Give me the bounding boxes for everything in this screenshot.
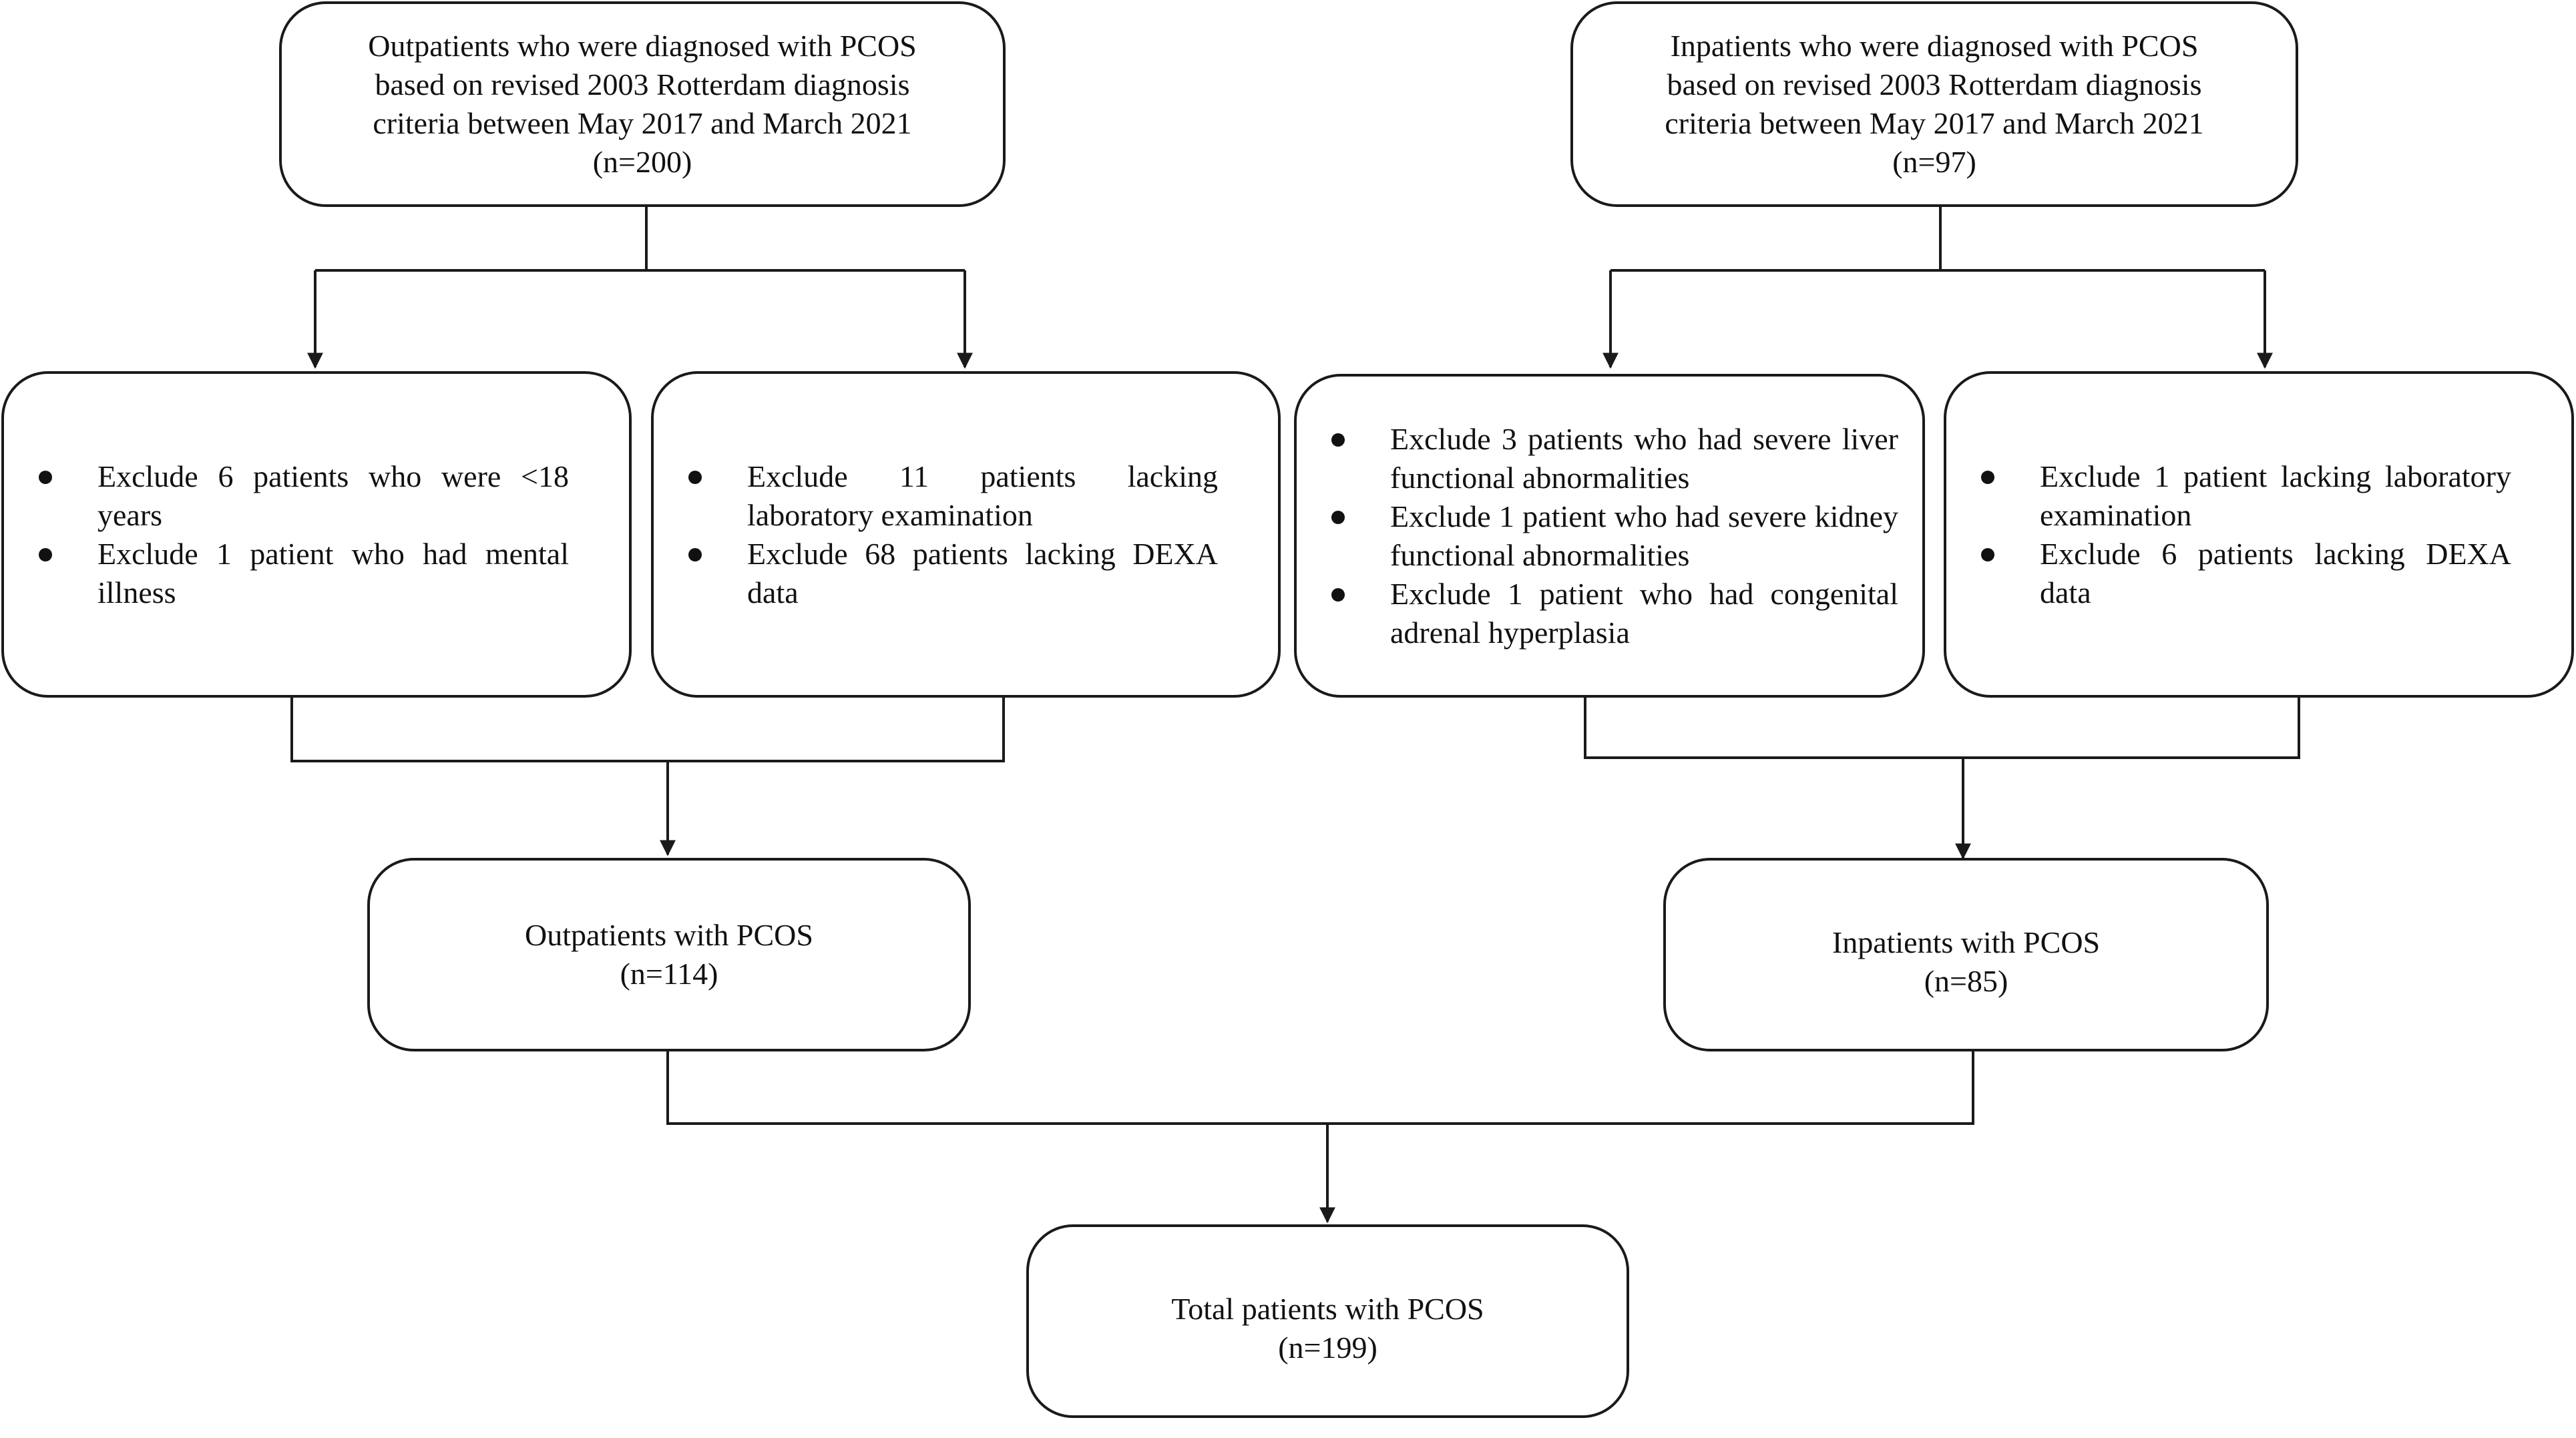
inpatients-with-pcos-box: Inpatients with PCOS (n=85): [1663, 858, 2269, 1051]
inpatient-exclusion-box-left: Exclude 3 patients who had severe liver …: [1294, 374, 1925, 698]
exclusion-item: Exclude 1 patient who had severe kidney …: [1323, 497, 1898, 575]
outpatient-split-connector: [315, 207, 965, 272]
outpatient-exclusion-box-left: Exclude 6 patients who were <18 years Ex…: [1, 371, 632, 698]
inpatients-diagnosed-count: (n=97): [1892, 145, 1976, 179]
outpatients-diagnosed-count: (n=200): [592, 145, 692, 179]
total-patients-box: Total patients with PCOS (n=199): [1026, 1224, 1629, 1418]
exclusion-item: Exclude 68 patients lacking DEXA data: [680, 535, 1218, 612]
inpatients-with-pcos-label: Inpatients with PCOS: [1832, 925, 2101, 959]
outpatients-with-pcos-label: Outpatients with PCOS: [525, 918, 813, 952]
inpatients-with-pcos-count: (n=85): [1924, 964, 2008, 998]
inpatient-merge-connector: [1584, 698, 2300, 759]
outpatient-exclusion-list-right: Exclude 11 patients lacking laboratory e…: [680, 457, 1218, 612]
outpatient-exclusion-box-right: Exclude 11 patients lacking laboratory e…: [651, 371, 1281, 698]
inpatient-exclusion-list-right: Exclude 1 patient lacking laboratory exa…: [1973, 457, 2511, 612]
inpatient-exclusion-box-right: Exclude 1 patient lacking laboratory exa…: [1944, 371, 2574, 698]
outpatients-diagnosed-line-3: criteria between May 2017 and March 2021: [373, 106, 912, 140]
total-patients-count: (n=199): [1278, 1331, 1377, 1365]
total-merge-connector: [666, 1051, 1974, 1125]
outpatients-diagnosed-line-2: based on revised 2003 Rotterdam diagnosi…: [375, 67, 910, 101]
exclusion-item: Exclude 6 patients who were <18 years: [31, 457, 569, 535]
exclusion-item: Exclude 6 patients lacking DEXA data: [1973, 535, 2511, 612]
total-patients-label: Total patients with PCOS: [1171, 1292, 1484, 1326]
exclusion-item: Exclude 1 patient lacking laboratory exa…: [1973, 457, 2511, 535]
inpatient-split-connector: [1611, 207, 2265, 272]
exclusion-item: Exclude 11 patients lacking laboratory e…: [680, 457, 1218, 535]
exclusion-item: Exclude 1 patient who had mental illness: [31, 535, 569, 612]
outpatients-diagnosed-box: Outpatients who were diagnosed with PCOS…: [279, 1, 1006, 207]
outpatients-with-pcos-box: Outpatients with PCOS (n=114): [367, 858, 971, 1051]
outpatients-diagnosed-line-1: Outpatients who were diagnosed with PCOS: [368, 29, 917, 63]
outpatient-exclusion-list-left: Exclude 6 patients who were <18 years Ex…: [31, 457, 569, 612]
exclusion-item: Exclude 1 patient who had congenital adr…: [1323, 575, 1898, 652]
outpatients-with-pcos-count: (n=114): [620, 957, 718, 991]
inpatients-diagnosed-line-1: Inpatients who were diagnosed with PCOS: [1670, 29, 2199, 63]
inpatient-exclusion-list-left: Exclude 3 patients who had severe liver …: [1323, 420, 1898, 652]
inpatients-diagnosed-line-3: criteria between May 2017 and March 2021: [1665, 106, 2204, 140]
exclusion-item: Exclude 3 patients who had severe liver …: [1323, 420, 1898, 497]
outpatient-merge-connector: [290, 698, 1005, 762]
inpatients-diagnosed-box: Inpatients who were diagnosed with PCOS …: [1570, 1, 2298, 207]
inpatients-diagnosed-line-2: based on revised 2003 Rotterdam diagnosi…: [1667, 67, 2202, 101]
